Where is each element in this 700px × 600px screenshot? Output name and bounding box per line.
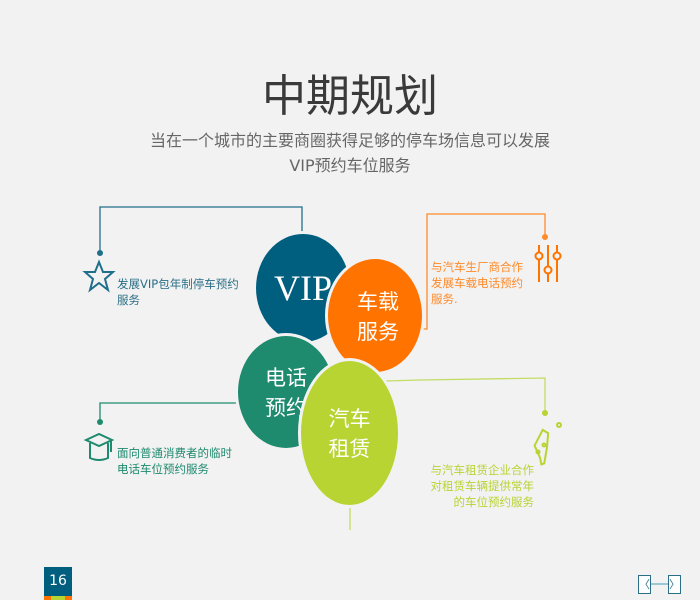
circle-car-service: 车载 服务 <box>325 256 425 375</box>
circle-phone-label: 电话 预约 <box>265 366 307 420</box>
circle-rent-label: 汽车 租赁 <box>328 407 371 461</box>
next-slide-button[interactable]: 〉 <box>668 575 681 594</box>
nav-connector <box>650 583 670 585</box>
rental-description: 与汽车租赁企业合作对租赁车辆提供常年的车位预约服务 <box>430 463 535 509</box>
prev-slide-button[interactable]: 〈 <box>638 575 651 594</box>
vip-description: 发展VIP包年制停车预约服务 <box>117 277 239 307</box>
phone-description: 面向普通消费者的临时电话车位预约服务 <box>117 446 232 476</box>
circle-vip-label: VIP <box>273 268 332 308</box>
page-title: 中期规划 <box>262 71 438 122</box>
car-service-description: 与汽车生厂商合作发展车载电话预约服务. <box>431 260 523 306</box>
page-number: 16 <box>44 567 72 596</box>
circle-car-label: 车载 服务 <box>357 289 399 344</box>
subtitle: 当在一个城市的主要商圈获得足够的停车场信息可以发展VIP预约车位服务 <box>150 131 551 175</box>
page-number-stripe <box>44 596 72 600</box>
circle-car-rental: 汽车 租赁 <box>298 358 401 508</box>
